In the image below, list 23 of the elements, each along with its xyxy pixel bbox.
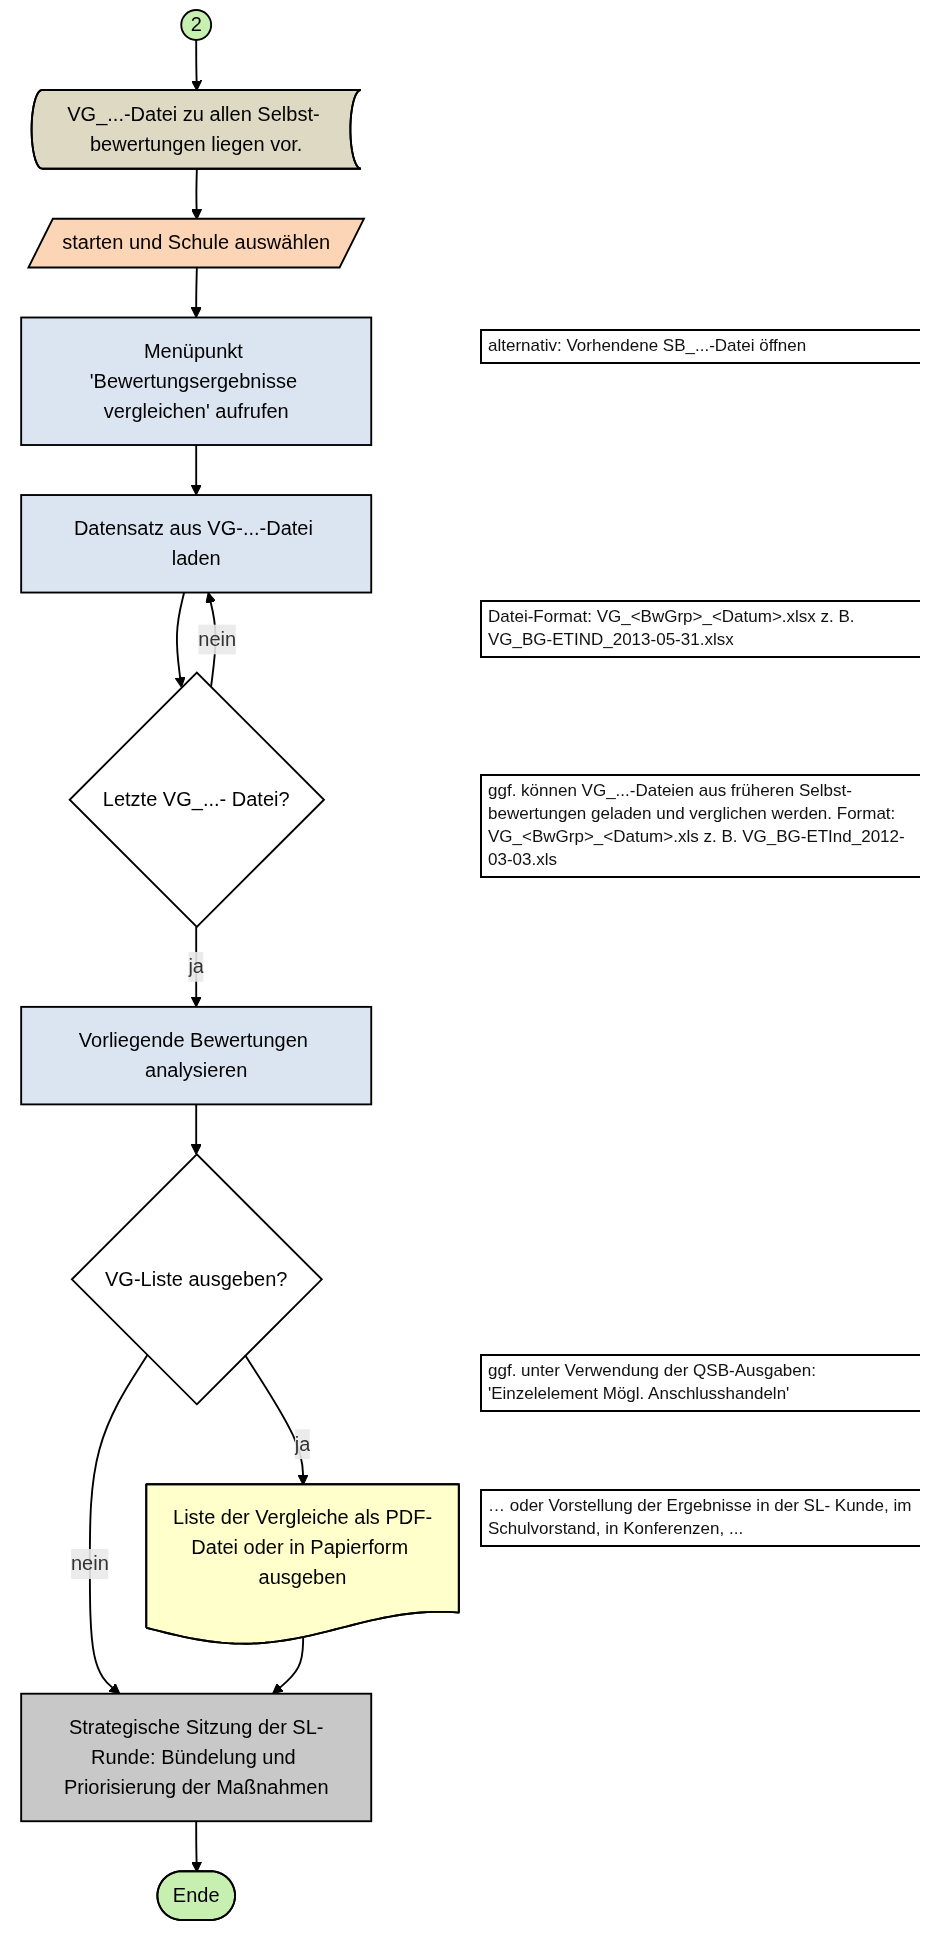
annotation-note: … oder Vorstellung der Ergebnisse in der SL- Kunde, im Schulvorstand, in Konferenzen, ... <box>480 1489 920 1547</box>
edge-label: nein <box>198 628 237 650</box>
node-box: Datensatz aus VG-...-Datei laden <box>20 494 373 594</box>
edge-label: ja <box>188 955 204 977</box>
arrow <box>190 444 202 496</box>
node-diamond: VG-Liste ausgeben? <box>70 1153 324 1406</box>
annotation-note: Datei-Format: VG_<BwGrp>_<Datum>.xlsx z. B. VG_BG-ETIND_2013-05-31.xlsx <box>480 600 920 658</box>
node-diamond: Letzte VG_...- Datei? <box>68 671 326 929</box>
edge-label: ja <box>294 1433 311 1455</box>
annotation-note: ggf. unter Verwendung der QSB-Ausgaben: 'Einzelelement Mögl. Anschlusshandeln' <box>480 1354 920 1412</box>
edge-label: nein <box>70 1552 109 1574</box>
node-box: Vorliegende Bewertungen analysieren <box>20 1005 373 1106</box>
node-box: Menüpunkt 'Bewertungsergebnisse vergleichen' aufrufen <box>20 316 373 446</box>
annotation-note: ggf. können VG_...-Dateien aus früheren Selbst- bewertungen geladen und verglichen werden. Format: VG_<BwGrp>_<Datum>.xls z. B. VG_BG-ETInd_2012-03-03.xls <box>480 774 920 878</box>
arrow <box>190 1103 202 1155</box>
annotation-note: alternativ: Vorhendene SB_...-Datei öffnen <box>480 329 920 364</box>
node-box: Strategische Sitzung der SL-Runde: Bündelung und Priorisierung der Maßnahmen <box>20 1692 373 1823</box>
arrow <box>190 267 202 318</box>
arrow <box>191 1820 203 1873</box>
arrow <box>88 1354 149 1695</box>
arrow <box>174 591 186 688</box>
arrow <box>272 1636 305 1695</box>
node-circle: 2 <box>180 9 213 41</box>
